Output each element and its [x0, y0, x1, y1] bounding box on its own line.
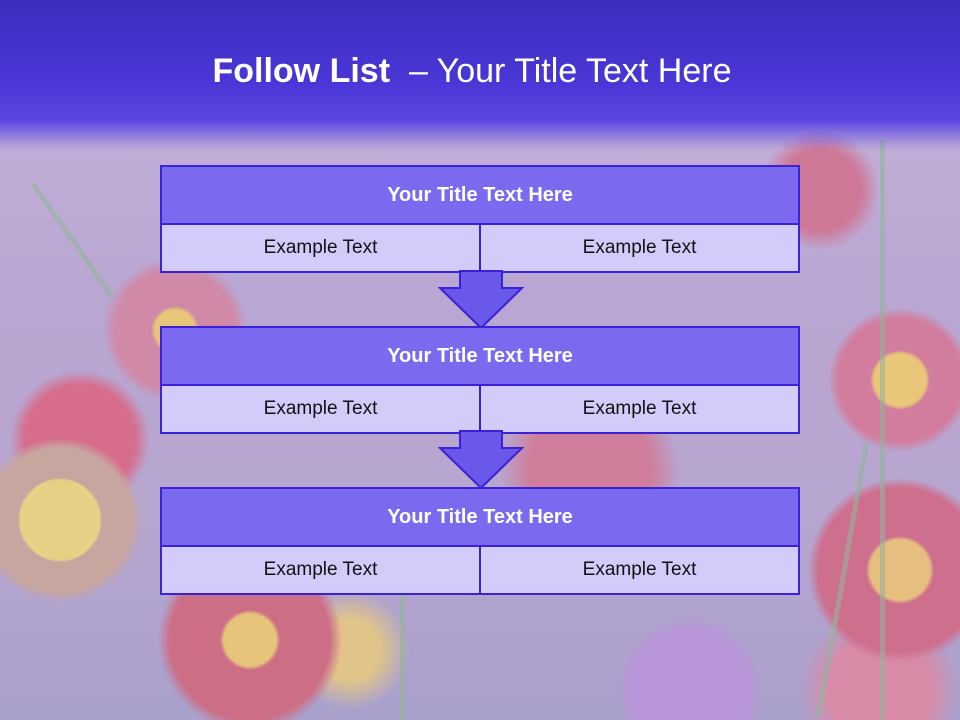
block-cell-right: Example Text — [479, 547, 798, 593]
list-block-2: Your Title Text Here Example Text Exampl… — [160, 326, 800, 434]
block-cell-left: Example Text — [263, 559, 378, 580]
list-block-1: Your Title Text Here Example Text Exampl… — [160, 165, 800, 273]
block-row: Example Text Example Text — [162, 386, 798, 432]
block-cell-left: Example Text — [263, 237, 378, 258]
block-cell-right: Example Text — [479, 386, 798, 432]
flower-stem — [880, 140, 885, 720]
block-cell-right: Example Text — [479, 225, 798, 271]
title-bold: Follow List — [212, 52, 391, 90]
down-arrow-icon — [438, 270, 524, 330]
block-row: Example Text Example Text — [162, 225, 798, 271]
down-arrow-icon — [438, 430, 524, 490]
title-rest: – Your Title Text Here — [408, 52, 732, 90]
block-heading: Your Title Text Here — [162, 489, 798, 547]
flower-stem — [400, 590, 405, 720]
slide-title: Follow List – Your Title Text Here — [0, 52, 944, 91]
block-row: Example Text Example Text — [162, 547, 798, 593]
list-block-3: Your Title Text Here Example Text Exampl… — [160, 487, 800, 595]
block-heading: Your Title Text Here — [162, 328, 798, 386]
header-band — [0, 0, 960, 150]
block-heading: Your Title Text Here — [162, 167, 798, 225]
block-cell-left: Example Text — [263, 398, 378, 419]
